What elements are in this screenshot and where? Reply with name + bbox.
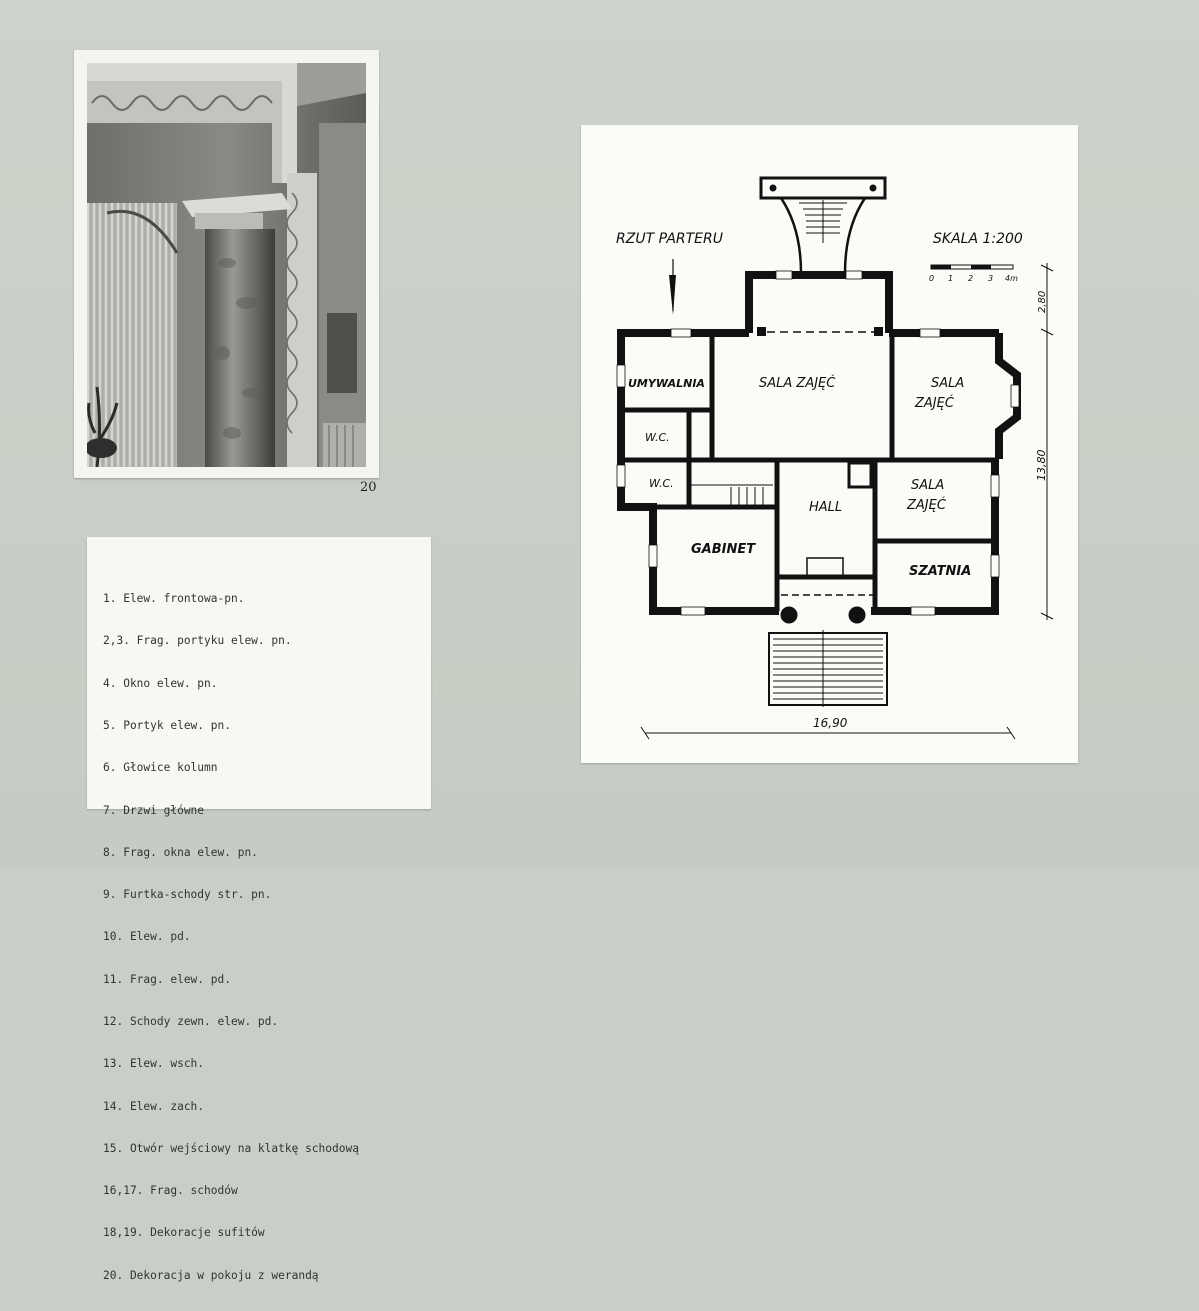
scale-tick: 1 — [948, 274, 953, 283]
scale-tick: 2 — [968, 274, 973, 283]
floor-plan-card: RZUT PARTERU SKALA 1:200 0 1 2 3 4m UMYW… — [581, 125, 1078, 763]
caption-item: 16,17. Frag. schodów — [103, 1184, 238, 1198]
archive-board: 20 1. Elew. frontowa-pn. 2,3. Frag. port… — [0, 0, 1199, 1282]
caption-item: 8. Frag. okna elew. pn. — [103, 845, 258, 859]
internal-stair — [691, 484, 773, 505]
photo-card — [74, 50, 379, 478]
room-cloakroom-label: SZATNIA — [909, 564, 971, 579]
caption-card: 1. Elew. frontowa-pn. 2,3. Frag. portyku… — [87, 537, 431, 1282]
caption-item: 1. Elew. frontowa-pn. — [103, 592, 245, 606]
caption-item: 13. Elew. wsch. — [103, 1057, 205, 1071]
interior-photo — [87, 63, 366, 467]
caption-item: 14. Elew. zach. — [103, 1099, 205, 1113]
room-wc-lower-label: W.C. — [649, 477, 674, 490]
caption-item: 9. Furtka-schody str. pn. — [103, 888, 272, 902]
room-east-classroom-label: SALA — [931, 376, 964, 391]
inner-walls — [623, 335, 995, 611]
scale-bar — [930, 264, 1014, 270]
dimension-width-label: 16,90 — [813, 716, 848, 730]
dimension-depth-label: 13,80 — [1035, 450, 1048, 482]
caption-item: 11. Frag. elew. pd. — [103, 972, 231, 986]
dimension-lines — [640, 263, 1054, 740]
room-washroom-label: UMYWALNIA — [628, 377, 705, 390]
caption-item: 10. Elew. pd. — [103, 930, 191, 944]
floor-plan-drawing: RZUT PARTERU SKALA 1:200 0 1 2 3 4m UMYW… — [616, 176, 1054, 740]
interior-photo-drawing — [87, 63, 366, 467]
plan-title: RZUT PARTERU — [616, 231, 723, 247]
scale-tick: 0 — [929, 274, 934, 283]
plan-scale: SKALA 1:200 — [933, 231, 1023, 247]
caption-list: 1. Elew. frontowa-pn. 2,3. Frag. portyku… — [103, 564, 359, 1311]
north-stair — [759, 176, 887, 274]
photo-number: 20 — [360, 480, 377, 495]
caption-item: 18,19. Dekoracje sufitów — [103, 1226, 265, 1240]
caption-item: 7. Drzwi główne — [103, 803, 205, 817]
caption-item: 5. Portyk elew. pn. — [103, 719, 231, 733]
scale-tick: 4m — [1005, 274, 1018, 283]
south-stair — [768, 557, 888, 707]
room-main-classroom-label: SALA ZAJĘĆ — [759, 375, 836, 391]
scale-tick: 3 — [988, 274, 993, 283]
room-southeast-classroom-label: ZAJĘĆ — [906, 497, 947, 513]
room-office-label: GABINET — [691, 542, 756, 557]
caption-item: 4. Okno elew. pn. — [103, 676, 218, 690]
caption-item: 20. Dekoracja w pokoju z werandą — [103, 1268, 319, 1282]
room-hall-label: HALL — [809, 500, 842, 515]
room-east-classroom-label: ZAJĘĆ — [914, 395, 955, 411]
caption-item: 12. Schody zewn. elew. pd. — [103, 1015, 279, 1028]
dimension-top-label: 2,80 — [1037, 291, 1048, 313]
caption-item: 2,3. Frag. portyku elew. pn. — [103, 634, 292, 648]
caption-item: 15. Otwór wejściowy na klatkę schodową — [103, 1141, 359, 1155]
room-southeast-classroom-label: SALA — [911, 478, 944, 493]
room-wc-upper-label: W.C. — [645, 431, 670, 444]
caption-item: 6. Głowice kolumn — [103, 761, 218, 775]
